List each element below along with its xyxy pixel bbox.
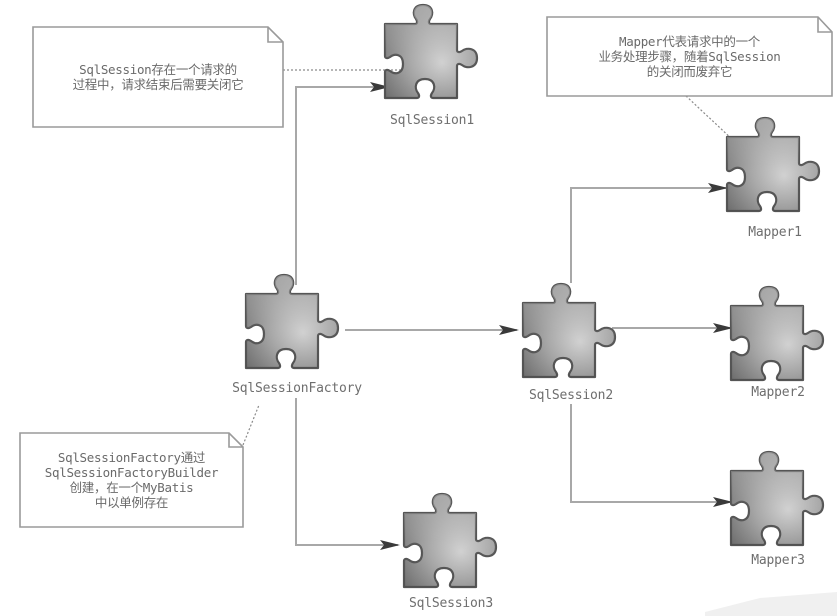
edge-factory-to-session1 bbox=[295, 82, 390, 285]
node-label-factory: SqlSessionFactory bbox=[232, 381, 362, 396]
node-label-session2: SqlSession2 bbox=[529, 388, 613, 403]
note-connectors bbox=[242, 69, 734, 446]
puzzle-piece-icon-mapper2 bbox=[729, 285, 825, 382]
session-note: SqlSession存在一个请求的 过程中，请求结束后需要关闭它 bbox=[33, 27, 283, 127]
factory-note-line: SqlSessionFactoryBuilder bbox=[44, 465, 219, 480]
edge-factory-to-session3 bbox=[295, 398, 400, 550]
mapper-note-box bbox=[546, 16, 833, 97]
node-label-mapper2: Mapper2 bbox=[751, 385, 805, 400]
node-label-session1: SqlSession1 bbox=[390, 113, 474, 128]
puzzle-piece-icon-session3 bbox=[402, 492, 498, 589]
factory-note: SqlSessionFactory通过 SqlSessionFactoryBui… bbox=[20, 433, 243, 527]
session-note-line: SqlSession存在一个请求的 bbox=[79, 62, 237, 77]
note-boxes bbox=[19, 16, 833, 528]
puzzle-piece-icon-session2 bbox=[521, 282, 617, 379]
mapper-note-connector bbox=[685, 95, 734, 141]
node-label-mapper3: Mapper3 bbox=[751, 553, 805, 568]
edge-session2-to-mapper1 bbox=[570, 183, 728, 283]
factory-note-line: 中以单例存在 bbox=[94, 495, 169, 510]
scan-smudge bbox=[705, 592, 837, 616]
node-label-mapper1: Mapper1 bbox=[748, 225, 802, 240]
factory-note-fold bbox=[228, 433, 243, 448]
factory-note-line: SqlSessionFactory通过 bbox=[57, 450, 206, 465]
factory-note-box bbox=[19, 432, 244, 528]
mapper-note-line: 业务处理步骤，随着SqlSession bbox=[598, 49, 781, 64]
mapper-note: Mapper代表请求中的一个 业务处理步骤，随着SqlSession 的关闭而废… bbox=[547, 17, 832, 96]
factory-note-connector bbox=[242, 404, 260, 446]
puzzle-piece-icon-factory bbox=[244, 273, 340, 370]
puzzle-piece-icon-session1 bbox=[383, 3, 479, 100]
session-note-fold bbox=[267, 27, 283, 43]
edges bbox=[295, 82, 733, 550]
session-note-box bbox=[32, 26, 284, 128]
session-note-line: 过程中，请求结束后需要关闭它 bbox=[72, 77, 244, 92]
node-label-session3: SqlSession3 bbox=[409, 596, 493, 611]
edge-session2-to-mapper3 bbox=[570, 404, 733, 507]
factory-note-line: 创建，在一个MyBatis bbox=[69, 480, 194, 495]
mapper-note-line: Mapper代表请求中的一个 bbox=[619, 34, 760, 49]
mapper-note-fold bbox=[817, 17, 832, 33]
puzzle-piece-icon-mapper3 bbox=[729, 450, 825, 547]
mapper-note-line: 的关闭而废弃它 bbox=[646, 64, 733, 79]
puzzle-piece-icon-mapper1 bbox=[725, 116, 821, 213]
